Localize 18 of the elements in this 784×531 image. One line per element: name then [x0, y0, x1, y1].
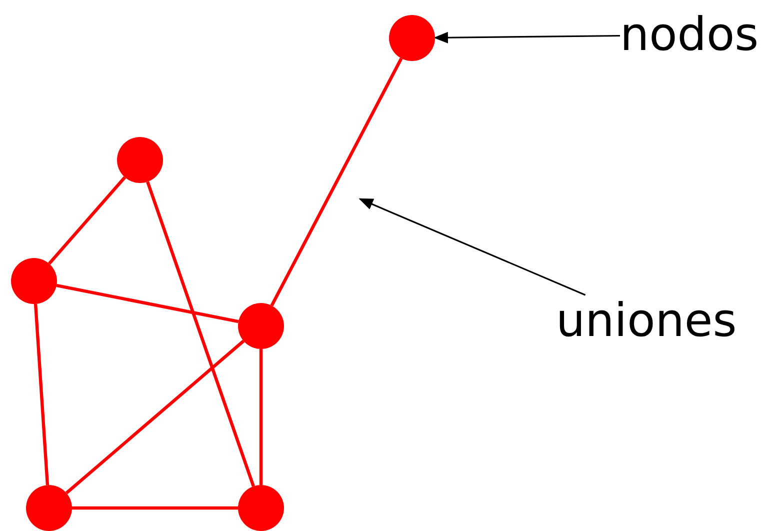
node-circle: [11, 258, 57, 304]
graph-edge: [259, 349, 263, 485]
graph-edge: [270, 58, 403, 306]
node-circle: [238, 485, 284, 531]
node-circle: [117, 137, 163, 183]
node-circle: [238, 303, 284, 349]
graph-edge: [34, 304, 50, 486]
leader-arrow: [358, 198, 586, 296]
graph-edge: [72, 506, 238, 510]
graph-edge: [56, 284, 239, 324]
graph-edge: [146, 181, 255, 487]
graph-edge: [48, 176, 126, 265]
node-circle: [26, 485, 72, 531]
node-circle: [389, 15, 435, 61]
leader-arrow: [434, 32, 620, 44]
callout-label: nodos: [620, 9, 759, 61]
callout-label: uniones: [556, 295, 737, 347]
graph-edge: [65, 340, 245, 494]
